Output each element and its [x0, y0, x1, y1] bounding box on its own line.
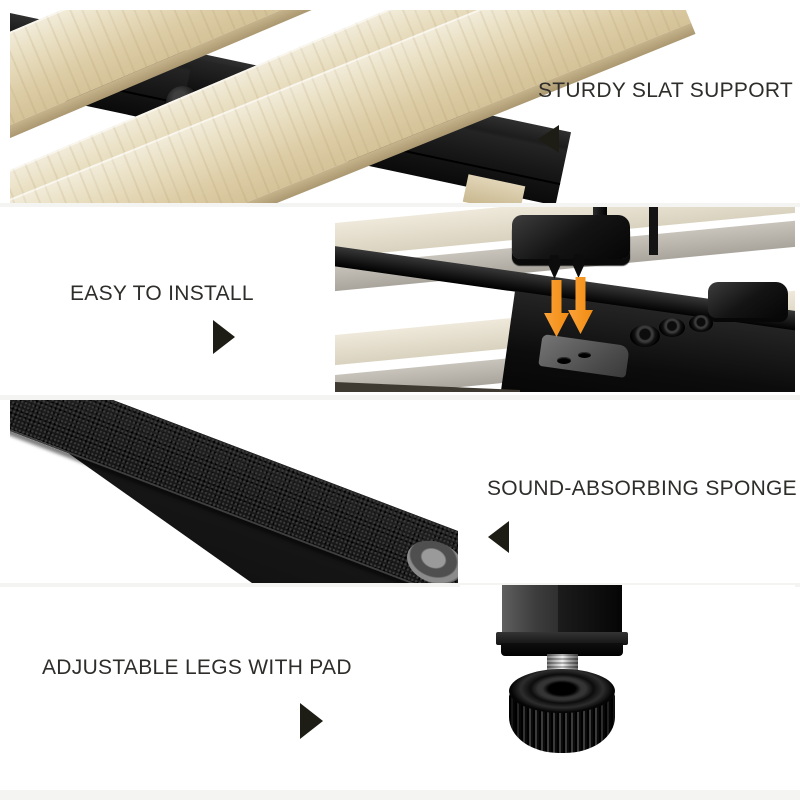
snap-on-bracket-cap [708, 282, 788, 318]
arrow-left-icon [488, 521, 509, 553]
feature-label-slat-support: STURDY SLAT SUPPORT [538, 79, 794, 102]
bottom-margin [0, 790, 800, 800]
photo-adjustable-leg [460, 585, 795, 790]
photo-slat-support [10, 10, 790, 203]
hex-bolt [659, 318, 685, 337]
photo-sponge [10, 400, 458, 583]
arrow-left-icon [538, 125, 559, 153]
bracket-peg [572, 254, 585, 278]
snap-on-bracket-cap [512, 215, 630, 259]
feature-label-sponge: SOUND-ABSORBING SPONGE [487, 477, 797, 500]
panel-divider [0, 583, 800, 587]
leg-flange [501, 643, 623, 656]
screw-hole [578, 352, 591, 358]
leg-flange [496, 632, 628, 645]
screw-hole [557, 357, 571, 364]
arrow-right-icon [213, 320, 235, 354]
photo-easy-install [335, 207, 795, 392]
panel-divider [0, 395, 800, 400]
floor-shadow [335, 382, 520, 392]
arrow-right-icon [300, 703, 323, 739]
feature-label-adjustable-legs: ADJUSTABLE LEGS WITH PAD [42, 656, 352, 679]
panel-divider [0, 203, 800, 207]
foot-pad-top [509, 669, 615, 713]
slat-stopper-post [649, 207, 658, 255]
hex-bolt [630, 325, 660, 347]
hex-bolt [689, 315, 713, 332]
feature-label-easy-install: EASY TO INSTALL [70, 282, 254, 305]
